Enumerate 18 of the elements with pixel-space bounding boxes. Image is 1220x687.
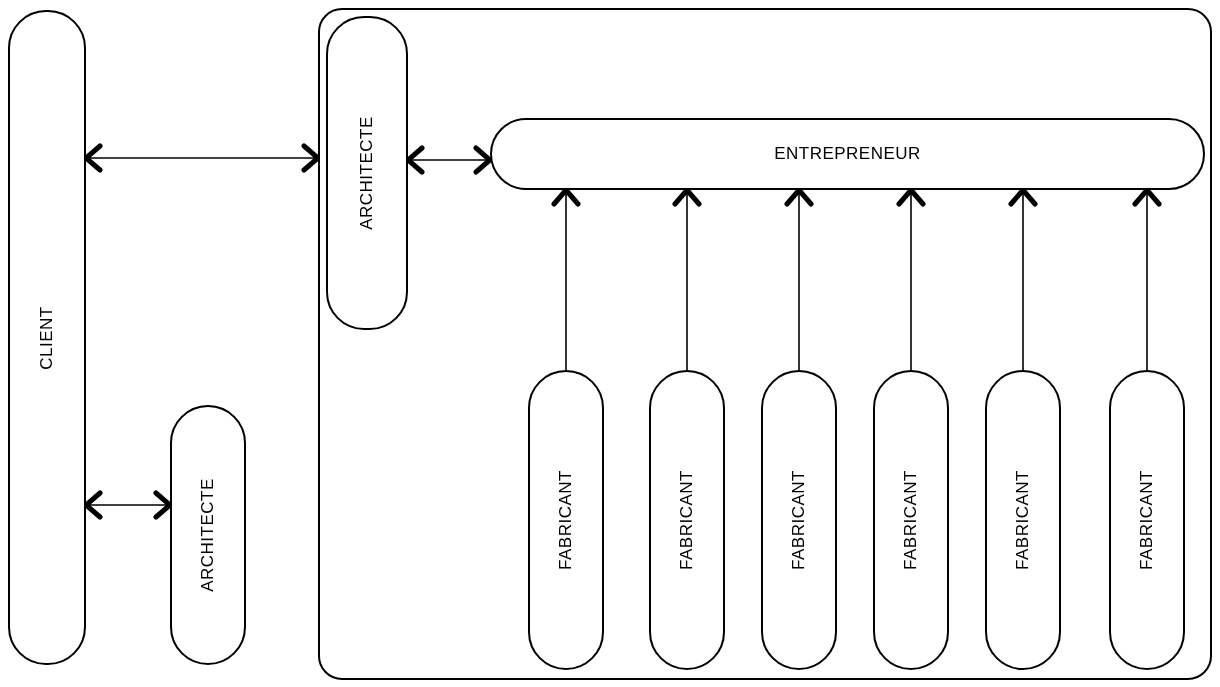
node-label: FABRICANT [1013, 470, 1033, 570]
node-label: FABRICANT [789, 470, 809, 570]
arrow [1008, 187, 1038, 371]
arrow [1132, 187, 1162, 371]
node-label: FABRICANT [556, 470, 576, 570]
node-label: ARCHITECTE [357, 116, 377, 230]
node-label: FABRICANT [901, 470, 921, 570]
arrow [896, 187, 926, 371]
arrow [784, 187, 814, 371]
node-label: CLIENT [37, 305, 57, 370]
group-frame [318, 8, 1212, 680]
node-label: ARCHITECTE [198, 478, 218, 592]
node-label: FABRICANT [677, 470, 697, 570]
arrow [672, 187, 702, 371]
arrow [551, 187, 581, 371]
rounded-box [326, 16, 408, 330]
node-label: FABRICANT [1137, 470, 1157, 570]
node-label: ENTREPRENEUR [774, 144, 921, 164]
